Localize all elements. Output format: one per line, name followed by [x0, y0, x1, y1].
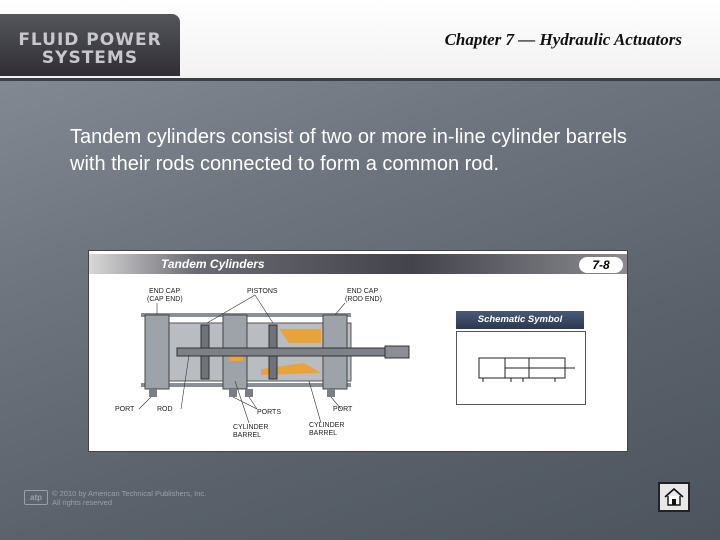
figure-banner: Tandem Cylinders 7-8	[89, 254, 627, 274]
logo-line-2: SYSTEMS	[41, 48, 139, 68]
slide-header: FLUID POWER SYSTEMS Chapter 7 — Hydrauli…	[0, 0, 720, 81]
copyright-line-2: All rights reserved	[52, 498, 113, 507]
label-end-cap-rod: END CAP	[347, 288, 378, 295]
figure-number: 7-8	[579, 257, 623, 273]
copyright-line-1: © 2010 by American Technical Publishers,…	[52, 489, 207, 498]
label-end-cap-cap: END CAP	[149, 288, 180, 295]
schematic-symbol-label: Schematic Symbol	[456, 311, 584, 329]
label-pistons: PISTONS	[247, 288, 278, 295]
label-cylinder-barrel-2: CYLINDER	[309, 422, 344, 429]
label-cylinder-barrel-2-sub: BARREL	[309, 430, 337, 437]
figure-title: Tandem Cylinders	[161, 257, 265, 271]
label-cylinder-barrel-1: CYLINDER	[233, 424, 268, 431]
publisher-logo: atp	[24, 490, 48, 505]
label-cylinder-barrel-1-sub: BARREL	[233, 432, 261, 439]
schematic-symbol-box	[456, 331, 586, 405]
label-ports: PORTS	[257, 409, 281, 416]
label-port-right: PORT	[333, 406, 353, 413]
tandem-cylinder-illustration: END CAP (CAP END) PISTONS END CAP (ROD E…	[115, 288, 410, 439]
label-port-left: PORT	[115, 406, 135, 413]
copyright-notice: © 2010 by American Technical Publishers,…	[52, 489, 252, 507]
chapter-title: Chapter 7 — Hydraulic Actuators	[444, 30, 682, 49]
label-end-cap-cap-sub: (CAP END)	[147, 296, 183, 303]
logo-line-1: FLUID POWER	[18, 30, 162, 50]
slide-body-text: Tandem cylinders consist of two or more …	[70, 126, 627, 175]
tandem-cylinders-figure: Tandem Cylinders 7-8	[88, 250, 628, 452]
fluid-power-logo: FLUID POWER SYSTEMS	[0, 14, 180, 76]
label-end-cap-rod-sub: (ROD END)	[345, 296, 382, 303]
home-button[interactable]	[658, 482, 690, 512]
label-rod: ROD	[157, 406, 173, 413]
schematic-symbol-drawing	[478, 357, 575, 382]
home-icon	[664, 487, 684, 506]
